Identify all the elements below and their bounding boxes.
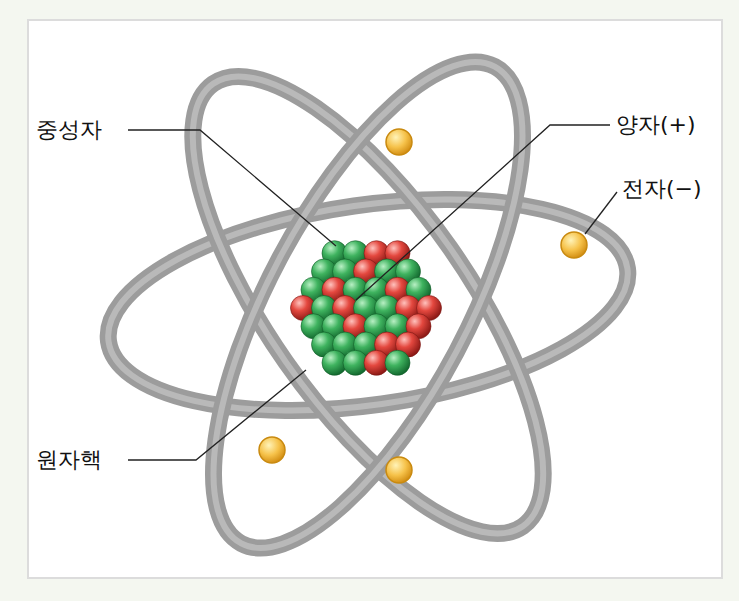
nucleus (291, 241, 442, 376)
neutron-sphere (385, 350, 410, 375)
electron-label: 전자(−) (622, 176, 702, 202)
proton-label: 양자(+) (616, 112, 696, 138)
neutron-label: 중성자 (36, 117, 102, 143)
orbits (95, 20, 642, 591)
panel (28, 20, 722, 578)
nucleus-label: 원자핵 (36, 447, 102, 473)
leader-lines (128, 125, 617, 460)
electrons (259, 129, 587, 483)
